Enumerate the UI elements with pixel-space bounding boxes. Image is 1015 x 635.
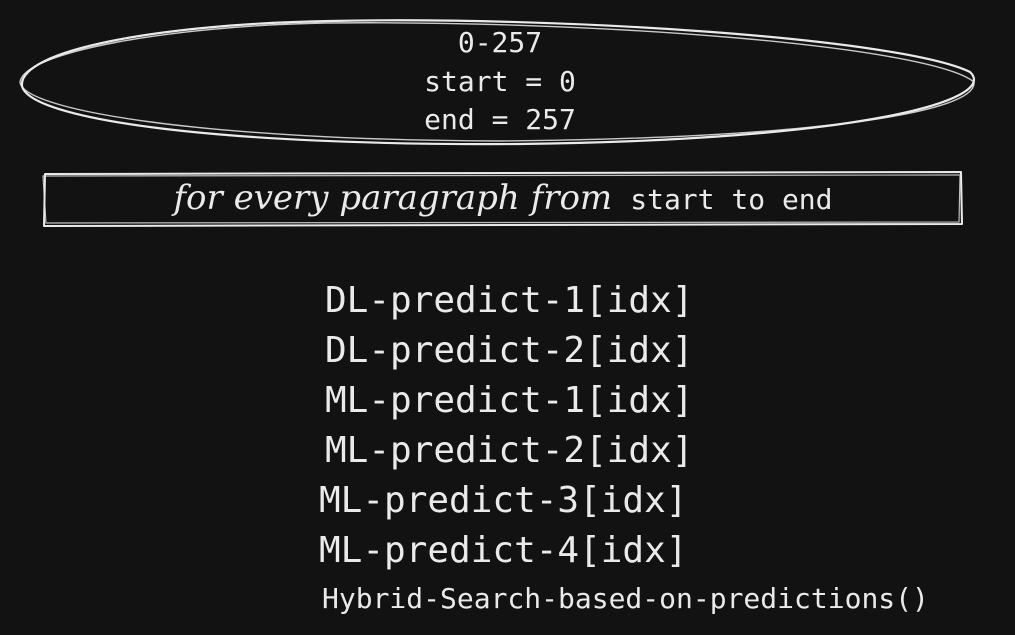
start-label: start = 0 [424,65,576,98]
loop-box-overstroke [42,174,961,224]
prediction-item: ML-predict-1[idx] [325,380,694,421]
end-label: end = 257 [424,103,576,136]
loop-box [43,171,963,227]
range-label: 0-257 [457,26,543,59]
prediction-item: ML-predict-3[idx] [319,480,688,521]
hybrid-search-call: Hybrid-Search-based-on-predictions() [322,582,929,615]
prediction-item: DL-predict-2[idx] [325,330,694,371]
range-ellipse-overstroke [19,22,975,142]
prediction-item: ML-predict-2[idx] [325,430,694,471]
loop-code-text: start to end [630,183,833,216]
prediction-item: DL-predict-1[idx] [325,280,694,321]
loop-label: for every paragraph from start to end [44,174,962,224]
loop-handwritten-text: for every paragraph from [173,178,613,218]
prediction-item: ML-predict-4[idx] [319,530,688,571]
